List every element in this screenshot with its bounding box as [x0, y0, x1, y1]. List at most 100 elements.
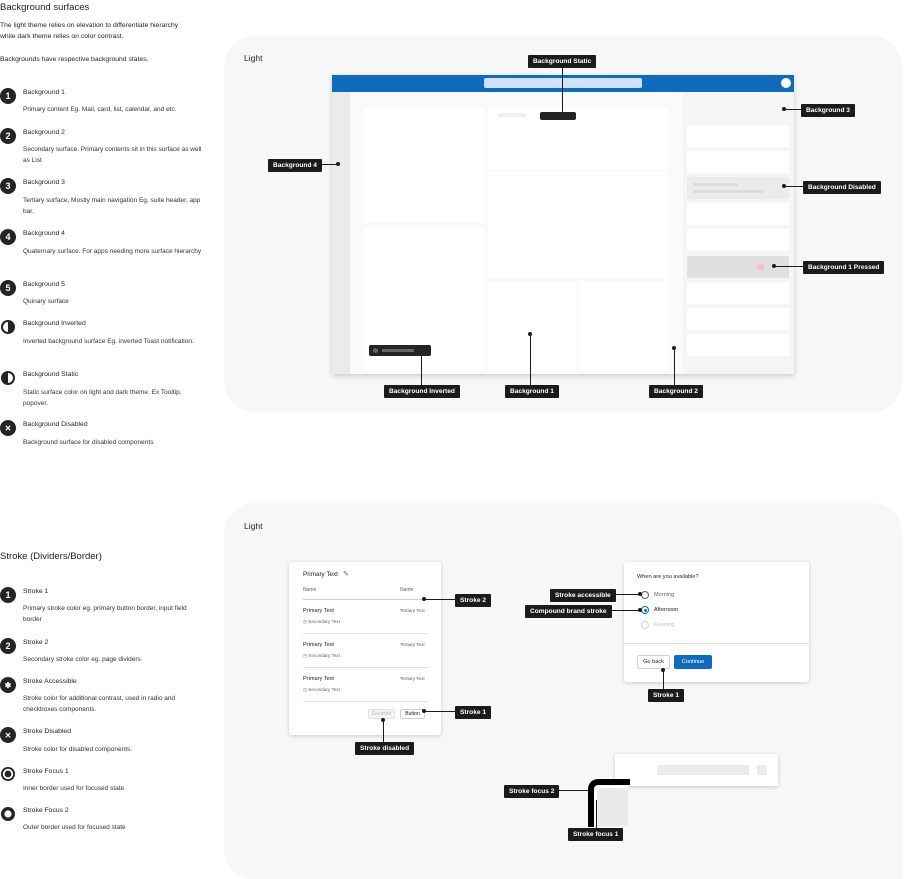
connector-line — [612, 610, 641, 611]
background-4-rail — [332, 92, 350, 374]
radio-evening — [641, 621, 649, 629]
row-divider — [303, 667, 427, 668]
surface-card — [580, 282, 668, 372]
item-title: Background Disabled — [23, 421, 88, 428]
tag-background-1-pressed: Background 1 Pressed — [803, 261, 885, 274]
go-back-button[interactable]: Go back — [637, 655, 670, 669]
tag-background-2: Background 2 — [649, 385, 703, 398]
placeholder-line — [382, 349, 414, 352]
connector-dot — [638, 608, 642, 612]
item-title: Stroke Disabled — [23, 728, 71, 735]
placeholder-square — [757, 765, 767, 775]
item-title: Background 5 — [23, 281, 65, 288]
tag-background-3: Background 3 — [801, 104, 855, 117]
list-card — [687, 334, 789, 356]
placeholder-line — [693, 183, 738, 186]
search-box — [484, 78, 642, 88]
connector-line — [383, 720, 384, 742]
static-icon — [0, 370, 16, 386]
item-description: Stroke color for disabled components. — [23, 746, 133, 753]
dialog-divider — [624, 643, 809, 644]
connector-line — [421, 356, 422, 385]
toast-icon — [373, 348, 378, 353]
inverted-icon — [0, 319, 16, 335]
row-secondary-text: Secondary Text — [308, 653, 340, 658]
panel-label: Light — [244, 521, 263, 531]
card-title: Primary Text — [303, 571, 338, 578]
connector-line — [613, 594, 641, 595]
badge-icon: 4 — [0, 229, 16, 245]
avatar — [781, 78, 791, 88]
radio-morning[interactable] — [641, 591, 649, 599]
item-description: Primary stroke color eg. primary button … — [23, 605, 187, 623]
tag-background-4: Background 4 — [268, 159, 322, 172]
connector-line — [425, 711, 455, 712]
item-description: Primary content Eg. Mail, card, list, ca… — [23, 106, 177, 113]
row-divider — [303, 701, 427, 702]
connector-line — [674, 349, 675, 385]
dialog-question: When are you available? — [637, 574, 699, 580]
edit-icon[interactable]: ✎ — [343, 571, 349, 578]
app-header-bar — [332, 75, 794, 92]
connector-dot — [661, 668, 665, 672]
placeholder-line — [693, 190, 763, 193]
secondary-button[interactable]: Button — [400, 709, 425, 719]
connector-line — [775, 266, 803, 267]
item-title: Background Inverted — [23, 320, 86, 327]
tag-stroke-focus-1: Stroke focus 1 — [568, 828, 624, 841]
tag-background-disabled: Background Disabled — [803, 181, 881, 194]
connector-dot — [422, 709, 426, 713]
list-card — [687, 308, 789, 330]
surface-card — [488, 282, 576, 372]
row-secondary: ◷ Secondary Text — [303, 653, 340, 658]
item-title: Background 4 — [23, 230, 65, 237]
item-description: Secondary surface. Primary contents sit … — [23, 146, 202, 164]
tag-stroke-1-dialog: Stroke 1 — [648, 689, 685, 702]
row-tertiary: Tertiary Text — [400, 642, 425, 647]
column-header: Name — [400, 587, 414, 593]
item-description: Quaternary surface. For apps needing mor… — [23, 248, 202, 255]
availability-dialog: When are you available? Morning Afternoo… — [624, 562, 809, 682]
connector-dot — [381, 718, 385, 722]
connector-dot — [782, 107, 786, 111]
radio-label: Afternoon — [654, 607, 679, 613]
list-card — [687, 151, 789, 173]
background-section-title: Background surfaces — [0, 2, 90, 13]
column-header: Name — [303, 587, 317, 593]
connector-line — [425, 599, 455, 600]
connector-dot — [672, 346, 676, 350]
focus-inner-ring — [595, 786, 628, 826]
tag-background-inverted: Background Inverted — [384, 385, 460, 398]
radio-afternoon[interactable] — [641, 606, 649, 614]
list-card-mock: Primary Text ✎ Name Name Primary Text Te… — [289, 562, 441, 735]
item-title: Stroke Focus 2 — [23, 807, 69, 814]
row-tertiary: Tertiary Text — [400, 608, 425, 613]
placeholder-line — [657, 765, 749, 775]
list-card — [687, 282, 789, 304]
list-card — [687, 203, 789, 225]
continue-button[interactable]: Continue — [674, 655, 712, 669]
item-description: Inverted background surface Eg. inverted… — [23, 338, 194, 345]
row-tertiary: Tertiary Text — [400, 676, 425, 681]
tag-background-static: Background Static — [528, 55, 597, 68]
item-title: Stroke Accessible — [23, 678, 77, 685]
focus-outer-icon — [0, 806, 16, 822]
connector-line — [321, 164, 337, 165]
item-title: Background 1 — [23, 89, 65, 96]
surface-card — [364, 107, 484, 222]
tag-compound-brand-stroke: Compound brand stroke — [525, 605, 612, 618]
item-title: Background Static — [23, 371, 79, 378]
item-description: Tertiary surface, Mostly main navigation… — [23, 197, 201, 215]
badge-icon: 2 — [0, 128, 16, 144]
radio-label: Morning — [654, 592, 675, 598]
list-card — [687, 125, 789, 147]
radio-label: Evening — [654, 622, 675, 628]
tag-stroke-disabled: Stroke disabled — [355, 742, 415, 755]
badge-icon: 1 — [0, 587, 16, 603]
row-primary: Primary Text — [303, 608, 334, 614]
connector-dot — [782, 184, 786, 188]
connector-dot — [528, 332, 532, 336]
disabled-icon: ✕ — [0, 420, 16, 436]
surface-card — [488, 173, 668, 278]
badge-icon: 1 — [0, 88, 16, 104]
